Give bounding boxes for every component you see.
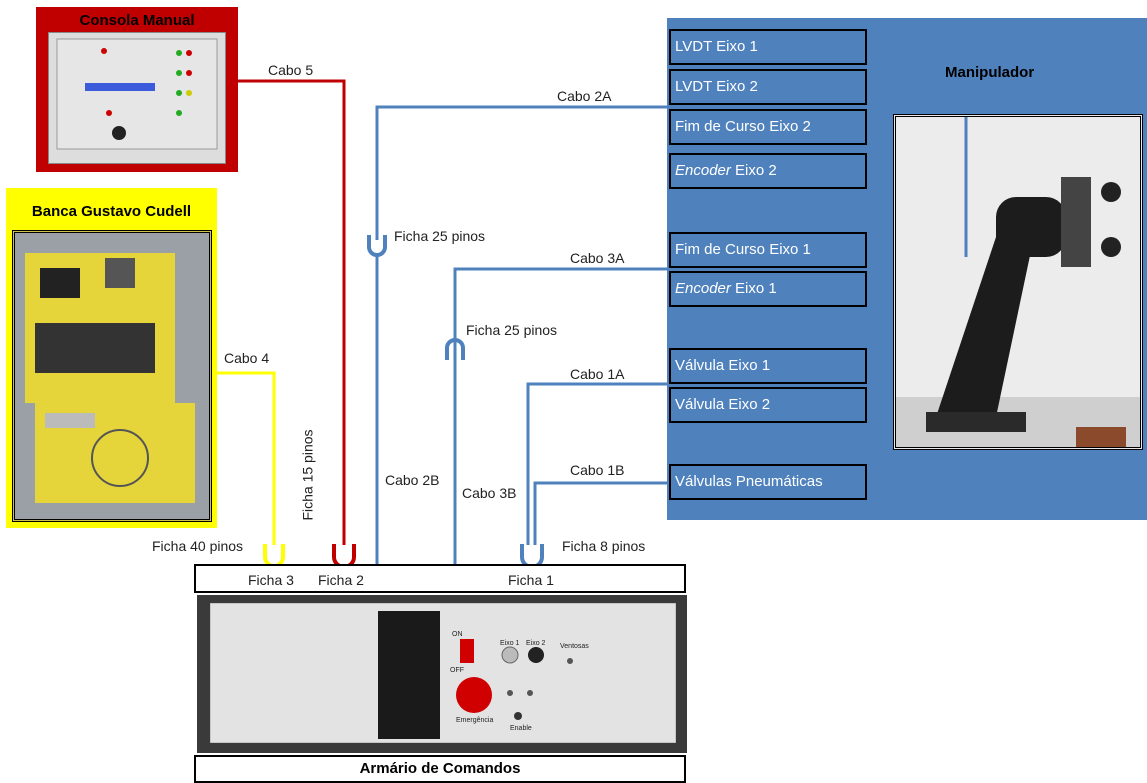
cabo-2a-label: Cabo 2A bbox=[557, 88, 611, 104]
cable-4-line bbox=[217, 373, 274, 545]
box-label: Válvula Eixo 2 bbox=[675, 396, 770, 413]
box-label: Fim de Curso Eixo 1 bbox=[675, 241, 811, 258]
panel-eixo2-label: Eixo 2 bbox=[526, 640, 545, 647]
ficha-25-label-b: Ficha 25 pinos bbox=[466, 322, 557, 338]
box-fim-curso-eixo-1: Fim de Curso Eixo 1 bbox=[669, 232, 867, 268]
box-valvula-eixo-1: Válvula Eixo 1 bbox=[669, 348, 867, 384]
cabo-3a-label: Cabo 3A bbox=[570, 250, 624, 266]
ficha-40-connector bbox=[265, 544, 283, 566]
ficha-3-label: Ficha 3 bbox=[248, 572, 294, 588]
ficha-25-label-a: Ficha 25 pinos bbox=[394, 228, 485, 244]
box-lvdt-eixo-2: LVDT Eixo 2 bbox=[669, 69, 867, 105]
cabo-2b-label: Cabo 2B bbox=[385, 472, 439, 488]
ficha-8-label: Ficha 8 pinos bbox=[562, 538, 645, 554]
box-valvulas-pneumaticas: Válvulas Pneumáticas bbox=[669, 464, 867, 500]
armario-front-panel: ON OFF Emergência Eixo 1 Eixo 2 Ventosas… bbox=[210, 603, 676, 743]
cabo-5-label: Cabo 5 bbox=[268, 62, 313, 78]
ficha-25-connector-a bbox=[369, 235, 385, 255]
panel-enable-label: Enable bbox=[510, 725, 532, 732]
manipulador-title: Manipulador bbox=[945, 64, 1034, 81]
box-label: LVDT Eixo 2 bbox=[675, 78, 758, 95]
box-label: Fim de Curso Eixo 2 bbox=[675, 118, 811, 135]
cable-5-line bbox=[238, 81, 344, 545]
box-label-italic: Encoder bbox=[675, 280, 731, 297]
consola-manual-photo bbox=[48, 32, 226, 164]
panel-emergency-label: Emergência bbox=[456, 717, 493, 724]
cabo-3b-label: Cabo 3B bbox=[462, 485, 516, 501]
cable-1b-line bbox=[535, 483, 669, 545]
ficha-15-label: Ficha 15 pinos bbox=[300, 429, 316, 520]
box-label: Eixo 2 bbox=[731, 162, 777, 179]
box-encoder-eixo-2: Encoder Eixo 2 bbox=[669, 153, 867, 189]
consola-manual-title: Consola Manual bbox=[36, 12, 238, 29]
armario-title: Armário de Comandos bbox=[194, 760, 686, 777]
banca-title: Banca Gustavo Cudell bbox=[6, 203, 217, 220]
panel-off-label: OFF bbox=[450, 667, 464, 674]
bench-device-drawing bbox=[15, 233, 209, 519]
armario-panel-drawing bbox=[210, 603, 676, 743]
box-label: Válvulas Pneumáticas bbox=[675, 473, 823, 490]
cable-2a-line bbox=[377, 107, 669, 240]
ficha-25-connector-b bbox=[447, 340, 463, 360]
box-label-italic: Encoder bbox=[675, 162, 731, 179]
ficha-1-label: Ficha 1 bbox=[508, 572, 554, 588]
ficha-2-label: Ficha 2 bbox=[318, 572, 364, 588]
box-label: Eixo 1 bbox=[731, 280, 777, 297]
banca-photo bbox=[12, 230, 212, 522]
box-valvula-eixo-2: Válvula Eixo 2 bbox=[669, 387, 867, 423]
panel-on-label: ON bbox=[452, 631, 463, 638]
robot-arm-drawing bbox=[896, 117, 1140, 447]
cabo-1a-label: Cabo 1A bbox=[570, 366, 624, 382]
panel-ventosas-label: Ventosas bbox=[560, 643, 589, 650]
cabo-1b-label: Cabo 1B bbox=[570, 462, 624, 478]
panel-eixo1-label: Eixo 1 bbox=[500, 640, 519, 647]
ficha-40-label: Ficha 40 pinos bbox=[152, 538, 243, 554]
box-label: Válvula Eixo 1 bbox=[675, 357, 770, 374]
manipulador-photo bbox=[893, 114, 1143, 450]
box-encoder-eixo-1: Encoder Eixo 1 bbox=[669, 271, 867, 307]
box-label: LVDT Eixo 1 bbox=[675, 38, 758, 55]
box-fim-curso-eixo-2: Fim de Curso Eixo 2 bbox=[669, 109, 867, 145]
console-device-drawing bbox=[49, 33, 225, 163]
box-lvdt-eixo-1: LVDT Eixo 1 bbox=[669, 29, 867, 65]
cabo-4-label: Cabo 4 bbox=[224, 350, 269, 366]
